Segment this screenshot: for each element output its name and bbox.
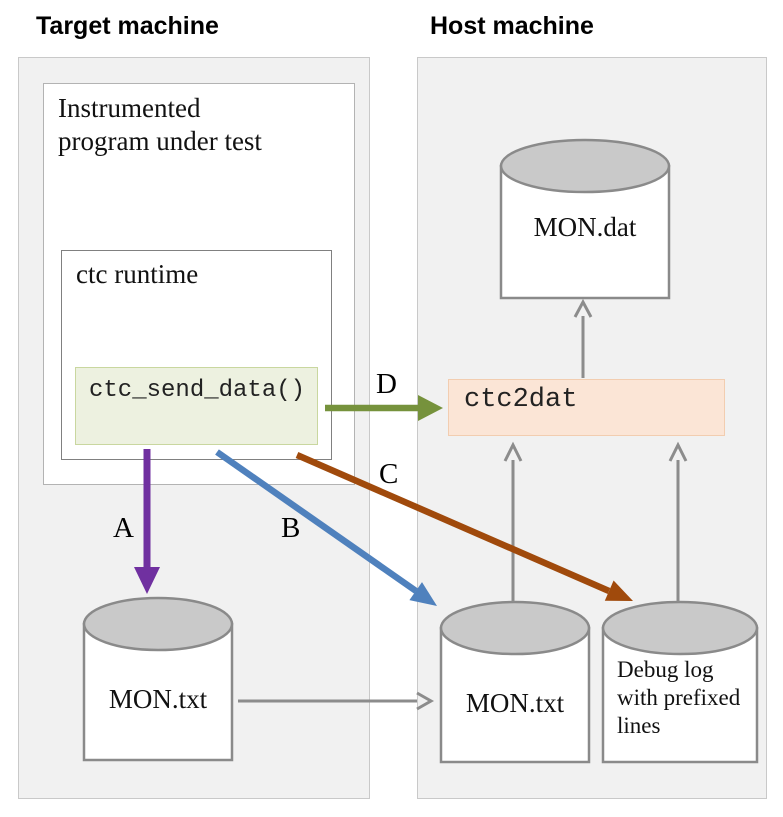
target-machine-title: Target machine — [36, 12, 219, 40]
ctc-send-data-label: ctc_send_data() — [89, 377, 306, 404]
mon-txt-target-label: MON.txt — [108, 684, 208, 714]
arrow-d-label: D — [376, 368, 397, 400]
ctc2dat-box — [448, 379, 725, 436]
ctc-runtime-label: ctc runtime — [76, 259, 199, 289]
host-machine-title: Host machine — [430, 12, 594, 40]
arrow-a-label: A — [113, 512, 134, 544]
arrow-c-label: C — [379, 458, 399, 490]
debug-log-label: Debug log with prefixed lines — [617, 657, 741, 738]
mon-dat-label: MON.dat — [533, 212, 637, 242]
mon-txt-host-label: MON.txt — [465, 688, 565, 718]
ctc2dat-label: ctc2dat — [464, 385, 578, 415]
arrow-b-label: B — [281, 512, 301, 544]
ctc-send-data-box — [75, 367, 318, 445]
instrumented-program-label: Instrumented program under test — [58, 93, 262, 156]
